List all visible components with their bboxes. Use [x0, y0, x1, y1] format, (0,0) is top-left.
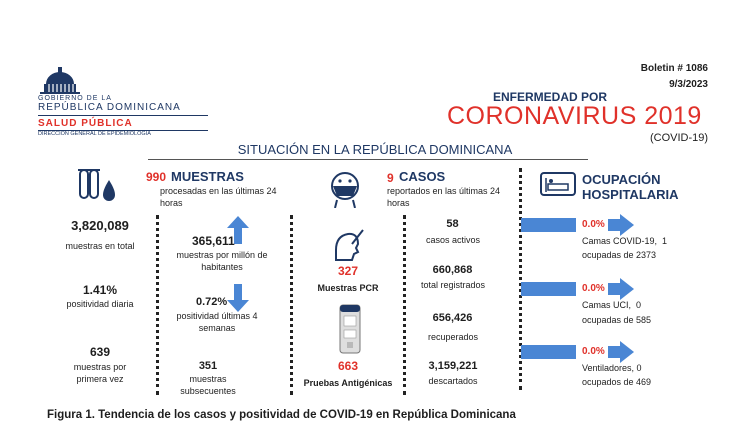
boletin-number: Boletin # 1086 — [640, 63, 708, 74]
muestras-title: MUESTRAS — [171, 169, 244, 184]
positividad-diaria-value: 1.41% — [82, 283, 118, 297]
arrow-down-icon — [227, 284, 249, 312]
registrados-value: 660,868 — [432, 264, 473, 276]
nasal-swab-icon — [335, 229, 364, 261]
ocupacion-line2-1: ocupadas de 585 — [582, 315, 652, 325]
casos-title: CASOS — [399, 169, 446, 184]
ocupacion-bar-0 — [521, 218, 576, 232]
muestras-subtitle: procesadas en las últimas 24 horas — [160, 186, 277, 208]
muestras-total-label: muestras en total — [65, 241, 135, 251]
test-tubes-drop-icon — [78, 169, 115, 201]
pcr-label: Muestras PCR — [317, 283, 379, 293]
positividad-4sem-value: 0.72% — [196, 296, 228, 308]
subsecuentes-value: 351 — [198, 360, 218, 372]
ministry-logo: GOBIERNO DE LA REPÚBLICA DOMINICANA SALU… — [38, 64, 218, 144]
ocupacion-bar-2 — [521, 345, 576, 359]
ocupacion-title-2: HOSPITALARIA — [582, 187, 679, 202]
casos-count: 9 — [387, 171, 394, 185]
divider — [156, 215, 159, 395]
hospital-bed-icon — [540, 172, 576, 196]
situacion-heading: SITUACIÓN EN LA REPÚBLICA DOMINICANA — [237, 142, 513, 157]
figura-caption: Figura 1. Tendencia de los casos y posit… — [47, 409, 516, 421]
ocupacion-title-1: OCUPACIÓN — [582, 172, 661, 187]
enfermedad-label: ENFERMEDAD POR — [493, 90, 608, 104]
divider — [403, 215, 406, 395]
gov-line2: REPÚBLICA DOMINICANA — [38, 102, 181, 113]
subsecuentes-label: muestras subsecuentes — [180, 374, 236, 396]
ocupacion-line1-2: Ventiladores, 0 — [582, 363, 642, 373]
ocupacion-line1-0: Camas COVID-19, 1 — [582, 236, 668, 246]
arrow-right-icon — [620, 214, 634, 236]
salud-publica: SALUD PÚBLICA — [38, 118, 133, 129]
covid-label: (COVID-19) — [650, 132, 709, 144]
activos-value: 58 — [446, 218, 459, 230]
ocupacion-line2-2: ocupados de 469 — [582, 377, 652, 387]
descartados-value: 3,159,221 — [428, 360, 478, 372]
ocupacion-line1-1: Camas UCI, 0 — [582, 300, 642, 310]
ocupacion-pct-1: 0.0% — [582, 283, 605, 294]
ocupacion-line2-0: ocupadas de 2373 — [582, 250, 657, 260]
ocupacion-pct-2: 0.0% — [582, 346, 605, 357]
descartados-label: descartados — [428, 376, 478, 386]
arrow-right-icon — [620, 278, 634, 300]
pcr-value: 327 — [337, 264, 359, 278]
positividad-4sem-label: positividad últimas 4 semanas — [176, 311, 258, 333]
millon-label: muestras por millón de habitantes — [176, 250, 268, 272]
dome-building-icon — [40, 67, 80, 94]
antigeno-value: 663 — [337, 359, 359, 373]
ocupacion-bar-1 — [521, 282, 576, 296]
arrow-up-icon — [227, 216, 249, 244]
arrow-right-icon — [620, 341, 634, 363]
recuperados-value: 656,426 — [432, 312, 473, 324]
divider — [519, 168, 522, 390]
masked-face-icon — [331, 172, 359, 208]
ocupacion-pct-0: 0.0% — [582, 219, 605, 230]
millon-value: 365,611 — [192, 234, 235, 248]
positividad-diaria-label: positividad diaria — [66, 299, 134, 309]
coronavirus-title: CORONAVIRUS 2019 — [447, 102, 702, 130]
activos-label: casos activos — [425, 235, 481, 245]
muestras-total-value: 3,820,089 — [71, 218, 129, 233]
direccion: DIRECCIÓN GENERAL DE EPIDEMIOLOGÍA — [38, 131, 151, 137]
primera-vez-value: 639 — [89, 345, 111, 359]
antigeno-label: Pruebas Antigénicas — [303, 378, 393, 388]
primera-vez-label: muestras por primera vez — [73, 362, 127, 384]
antigen-test-kit-icon — [339, 304, 361, 354]
boletin-date: 9/3/2023 — [669, 79, 708, 90]
divider — [290, 215, 293, 395]
registrados-label: total registrados — [420, 280, 486, 290]
casos-subtitle: reportados en las últimas 24 horas — [387, 186, 501, 208]
muestras-count: 990 — [146, 170, 167, 184]
gov-line1: GOBIERNO DE LA — [38, 95, 112, 102]
recuperados-label: recuperados — [427, 332, 479, 342]
